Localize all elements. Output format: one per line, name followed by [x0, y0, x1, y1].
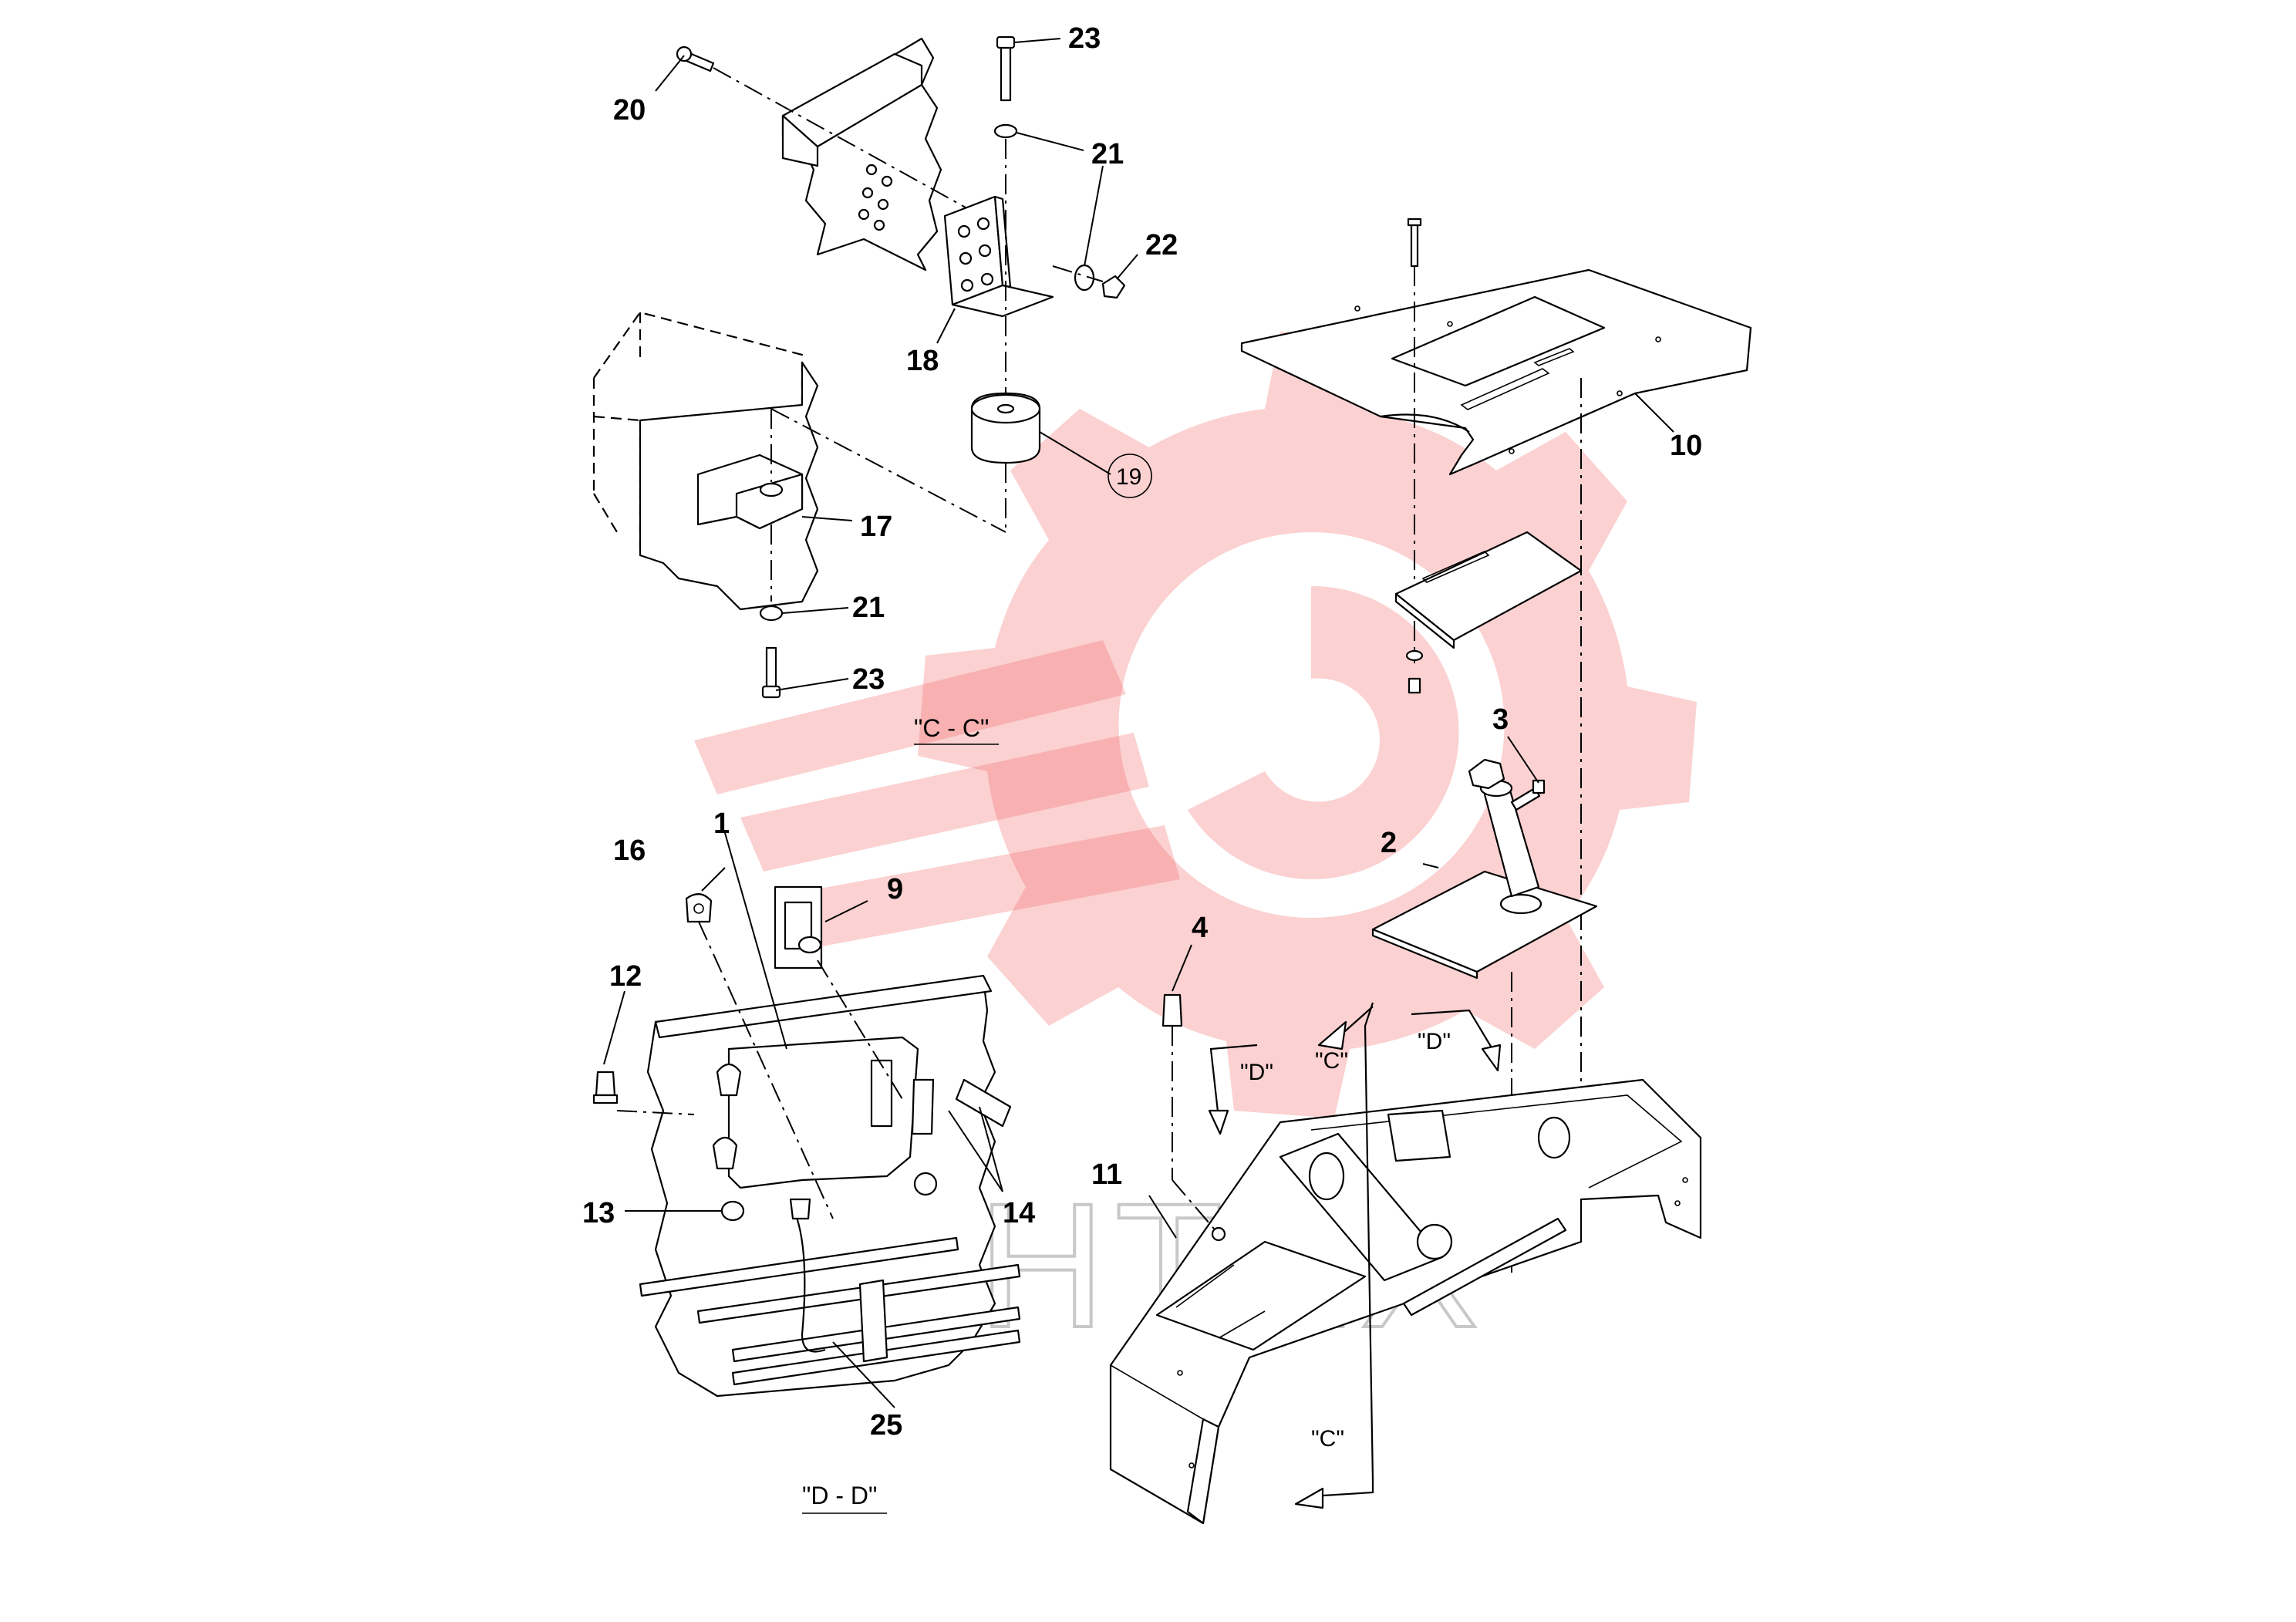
section-dd-assembly: 16 1 9 12 13 14 25 "D - D" [582, 808, 1035, 1514]
motor-left-icon [1308, 1152, 1345, 1201]
pipe-2 [696, 1263, 1021, 1324]
frame-angle-upper-side [781, 114, 819, 167]
view-marker-c-bottom: "C" [1311, 1426, 1344, 1452]
view-arrow-d-right [1411, 1009, 1493, 1050]
cover-screw [1410, 222, 1419, 268]
view-marker-d-left: "D" [1240, 1060, 1273, 1085]
fitting-4 [1161, 993, 1183, 1027]
part-number-13: 13 [582, 1197, 615, 1229]
view-arrow-d-left [1209, 1044, 1258, 1119]
bolt-12 [595, 1071, 616, 1097]
cover-assembly: 10 [1240, 218, 1752, 1242]
clip-upper [716, 1063, 742, 1097]
view-marker-c-top: "C" [1315, 1048, 1348, 1074]
watermark-swirl-icon [1188, 585, 1459, 879]
part-number-10: 10 [1670, 430, 1702, 462]
part-number-20: 20 [613, 94, 646, 126]
part-number-3: 3 [1492, 703, 1509, 736]
part-number-19: 19 [1116, 464, 1141, 490]
engine-outline [592, 311, 804, 555]
part-number-2: 2 [1381, 827, 1397, 859]
section-cc-assembly: 20 23 21 22 18 19 17 21 23 "C - C" [592, 22, 1178, 745]
watermark-stripe-2 [740, 733, 1149, 872]
part-number-12: 12 [609, 960, 642, 993]
part-number-4: 4 [1192, 912, 1208, 944]
part-number-17: 17 [860, 511, 892, 543]
filler-assembly: 3 2 [1371, 703, 1598, 1273]
part-number-22: 22 [1145, 229, 1178, 261]
hose-clamp-25 [858, 1279, 888, 1363]
part-number-21-top: 21 [1091, 138, 1124, 170]
watermark-stripe-1 [694, 640, 1126, 794]
part-number-18: 18 [906, 345, 939, 377]
frame-assembly: "C" "D" "D" "C" 4 11 [1091, 912, 1702, 1525]
part-number-23-top: 23 [1068, 22, 1101, 55]
part-number-1: 1 [713, 808, 730, 840]
grommet-13 [720, 1200, 745, 1222]
part-number-11: 11 [1091, 1158, 1122, 1191]
nut-16 [685, 893, 713, 923]
clip-lower [712, 1136, 738, 1170]
view-arrow-c-top [1364, 1002, 1374, 1482]
inner-panel [727, 1036, 919, 1189]
filler-cap-icon [1468, 758, 1505, 790]
nut-22 [1101, 275, 1126, 299]
part-number-16: 16 [613, 835, 646, 867]
view-marker-d-right: "D" [1418, 1029, 1451, 1054]
bolt-23-top [1000, 43, 1012, 102]
part-number-23-lower: 23 [852, 663, 885, 696]
frame-top-plate [1155, 1240, 1367, 1351]
part-number-21-lower: 21 [852, 592, 885, 624]
part-number-9: 9 [887, 873, 903, 905]
section-label-cc: "C - C" [914, 714, 989, 742]
section-label-dd: "D - D" [802, 1482, 877, 1509]
part-number-25: 25 [870, 1409, 902, 1442]
clamp-screw-3 [1510, 787, 1541, 811]
washer-21-top [993, 123, 1018, 139]
watermark-stripe-3 [787, 825, 1180, 949]
part-number-14: 14 [1003, 1197, 1035, 1229]
pipe-1 [639, 1236, 959, 1297]
motor-right-icon [1537, 1116, 1571, 1159]
washer-21-lower [759, 605, 784, 622]
part-number-19-circle [1108, 454, 1152, 498]
